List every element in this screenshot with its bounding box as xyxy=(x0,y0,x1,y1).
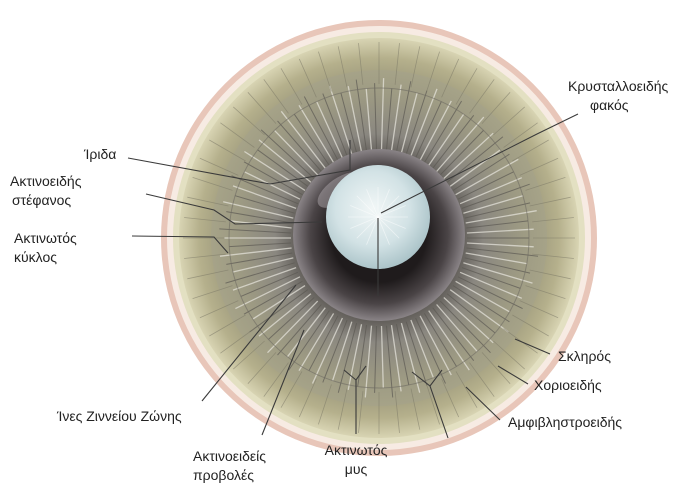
label-ciliary-ring: Ακτινωτός κύκλος xyxy=(14,229,77,267)
label-retina: Αμφιβληστροειδής xyxy=(508,413,622,432)
label-ciliary-processes: Ακτινοειδείς προβολές xyxy=(193,447,266,485)
label-choroid: Χοριοειδής xyxy=(534,376,602,395)
label-lens: Κρυσταλλοειδής φακός xyxy=(568,77,668,115)
label-iris: Ίριδα xyxy=(84,145,116,164)
label-ciliary-muscle: Ακτινωτός μυς xyxy=(306,441,406,479)
label-zonule-fibers: Ίνες Ζιννείου Ζώνης xyxy=(57,407,182,426)
label-sclera: Σκληρός xyxy=(558,347,611,366)
label-ciliary-crown: Ακτινοειδής στέφανος xyxy=(10,172,81,210)
